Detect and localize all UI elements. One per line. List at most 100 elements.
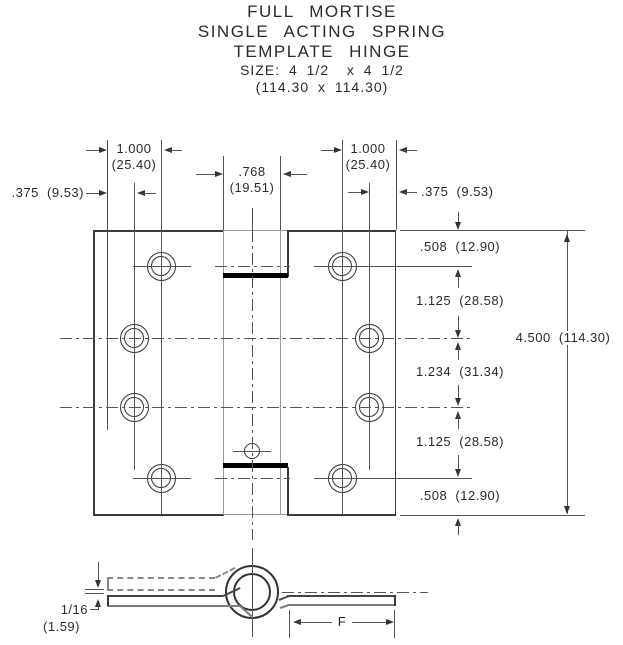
arrow-down bbox=[95, 580, 101, 591]
row1-centerline-right bbox=[314, 265, 472, 267]
row3-centerline bbox=[60, 406, 472, 408]
dim-line bbox=[86, 192, 99, 194]
dim-line bbox=[458, 212, 459, 222]
arrow-right bbox=[386, 619, 397, 625]
arrow-up bbox=[455, 515, 461, 526]
dim-chain-label: .508 (12.90) bbox=[408, 240, 512, 254]
arrow-left bbox=[396, 189, 407, 195]
dim-chain-label: 1.125 (28.58) bbox=[408, 435, 512, 449]
arrow-right bbox=[334, 147, 345, 153]
arrow-down bbox=[564, 506, 570, 517]
dim-line bbox=[142, 192, 156, 194]
title-line-2: SINGLE ACTING SPRING bbox=[197, 22, 447, 41]
arrow-right bbox=[361, 189, 372, 195]
title-line-3: TEMPLATE HINGE bbox=[233, 42, 411, 61]
overall-dim-line bbox=[567, 231, 568, 514]
arrow-left bbox=[280, 171, 291, 177]
body-top-edge-right bbox=[287, 230, 396, 232]
ext-line-row4 bbox=[400, 477, 472, 479]
gap-dim-line bbox=[98, 604, 99, 609]
dim-line bbox=[288, 173, 307, 175]
ext-line-row1 bbox=[400, 265, 472, 267]
arrow-left bbox=[161, 147, 172, 153]
arrow-left bbox=[290, 619, 301, 625]
dim-left-spacing-in: 1.000 bbox=[116, 141, 152, 156]
dim-chain-label: 1.125 (28.58) bbox=[408, 294, 512, 308]
open-leaf-end-hidden bbox=[107, 578, 109, 589]
size-metric-line: (114.30 x 114.30) bbox=[255, 79, 389, 95]
dim-chain-label: .508 (12.90) bbox=[408, 489, 512, 503]
dim-line bbox=[458, 347, 459, 360]
gap-tick-upper bbox=[85, 588, 104, 590]
col-line-left-inner bbox=[161, 140, 162, 515]
dim-center-in: .768 bbox=[238, 164, 266, 179]
channel-step-top bbox=[287, 230, 289, 277]
row4-centerline-left bbox=[133, 477, 191, 479]
left-leaf-end bbox=[107, 595, 109, 606]
dim-line bbox=[458, 523, 459, 535]
open-leaf-bottom-hidden bbox=[107, 588, 215, 591]
channel-ext-right bbox=[280, 156, 281, 230]
ext-line-top bbox=[400, 229, 585, 231]
arrow-right bbox=[99, 190, 110, 196]
arrow-down bbox=[455, 222, 461, 233]
right-leaf-throat-bottom bbox=[279, 603, 289, 609]
arrow-up bbox=[455, 408, 461, 419]
left-leaf-bottom-edge bbox=[107, 604, 240, 607]
arrow-down bbox=[455, 469, 461, 480]
dim-line bbox=[458, 274, 459, 288]
body-right-edge bbox=[394, 230, 396, 515]
body-left-edge bbox=[93, 230, 95, 515]
barrel-vertical-centerline bbox=[252, 548, 253, 637]
dim-line bbox=[458, 416, 459, 429]
dim-chain-label: 1.234 (31.34) bbox=[408, 365, 512, 379]
channel-right-edge bbox=[280, 230, 281, 515]
arrow-up bbox=[455, 266, 461, 277]
f-ext-line-left bbox=[289, 610, 290, 638]
body-top-edge-cutout bbox=[224, 230, 287, 231]
dim-line bbox=[404, 149, 417, 151]
col-line-left-outer bbox=[134, 183, 135, 470]
dim-left-spacing-mm: (25.40) bbox=[111, 157, 157, 172]
arrow-down bbox=[455, 398, 461, 409]
body-bottom-edge-left bbox=[93, 514, 224, 516]
ext-line-bottom bbox=[400, 514, 585, 516]
dim-right-spacing-mm: (25.40) bbox=[345, 157, 391, 172]
row1-centerline-left bbox=[133, 265, 191, 267]
arrow-up bbox=[455, 339, 461, 350]
dim-line bbox=[196, 173, 215, 175]
dim-line bbox=[321, 149, 334, 151]
row1-centerline-mid bbox=[215, 265, 290, 267]
gap-tick-lower bbox=[85, 592, 104, 594]
gap-leader bbox=[90, 609, 99, 610]
title-line-1: FULL MORTISE bbox=[247, 2, 397, 21]
body-top-edge-left bbox=[93, 230, 224, 232]
channel-ext-left bbox=[223, 156, 224, 230]
right-leaf-throat-top bbox=[278, 594, 289, 601]
row4-centerline-right bbox=[314, 477, 472, 479]
right-leaf-bottom-edge bbox=[287, 603, 395, 606]
body-bottom-edge-right bbox=[287, 514, 396, 516]
channel-step-bottom bbox=[287, 467, 289, 515]
dim-line bbox=[86, 149, 99, 151]
dim-frame-label: F bbox=[337, 614, 347, 629]
title-block: FULL MORTISE SINGLE ACTING SPRING TEMPLA… bbox=[12, 2, 623, 96]
dim-gap-in: 1/16 bbox=[60, 602, 88, 617]
f-ext-line-right bbox=[394, 610, 395, 638]
arrow-right bbox=[99, 147, 110, 153]
open-leaf-top-hidden bbox=[107, 577, 215, 579]
size-line: SIZE: 4 1/2 x 4 1/2 bbox=[240, 62, 404, 78]
f-dim-line bbox=[298, 621, 332, 623]
arrow-up bbox=[564, 231, 570, 242]
dim-right-offset: .375 (9.53) bbox=[421, 184, 494, 199]
leaf-centerline bbox=[282, 591, 428, 593]
barrel-centerline-upper bbox=[252, 208, 253, 230]
dim-center-mm: (19.51) bbox=[229, 180, 275, 195]
col-line-right-outer bbox=[369, 183, 370, 470]
arrow-down bbox=[455, 330, 461, 341]
dim-line bbox=[348, 191, 361, 193]
arrow-left bbox=[396, 147, 407, 153]
right-leaf-end bbox=[393, 594, 396, 606]
channel-left-edge bbox=[223, 230, 224, 515]
col-line-right-inner bbox=[342, 140, 343, 515]
